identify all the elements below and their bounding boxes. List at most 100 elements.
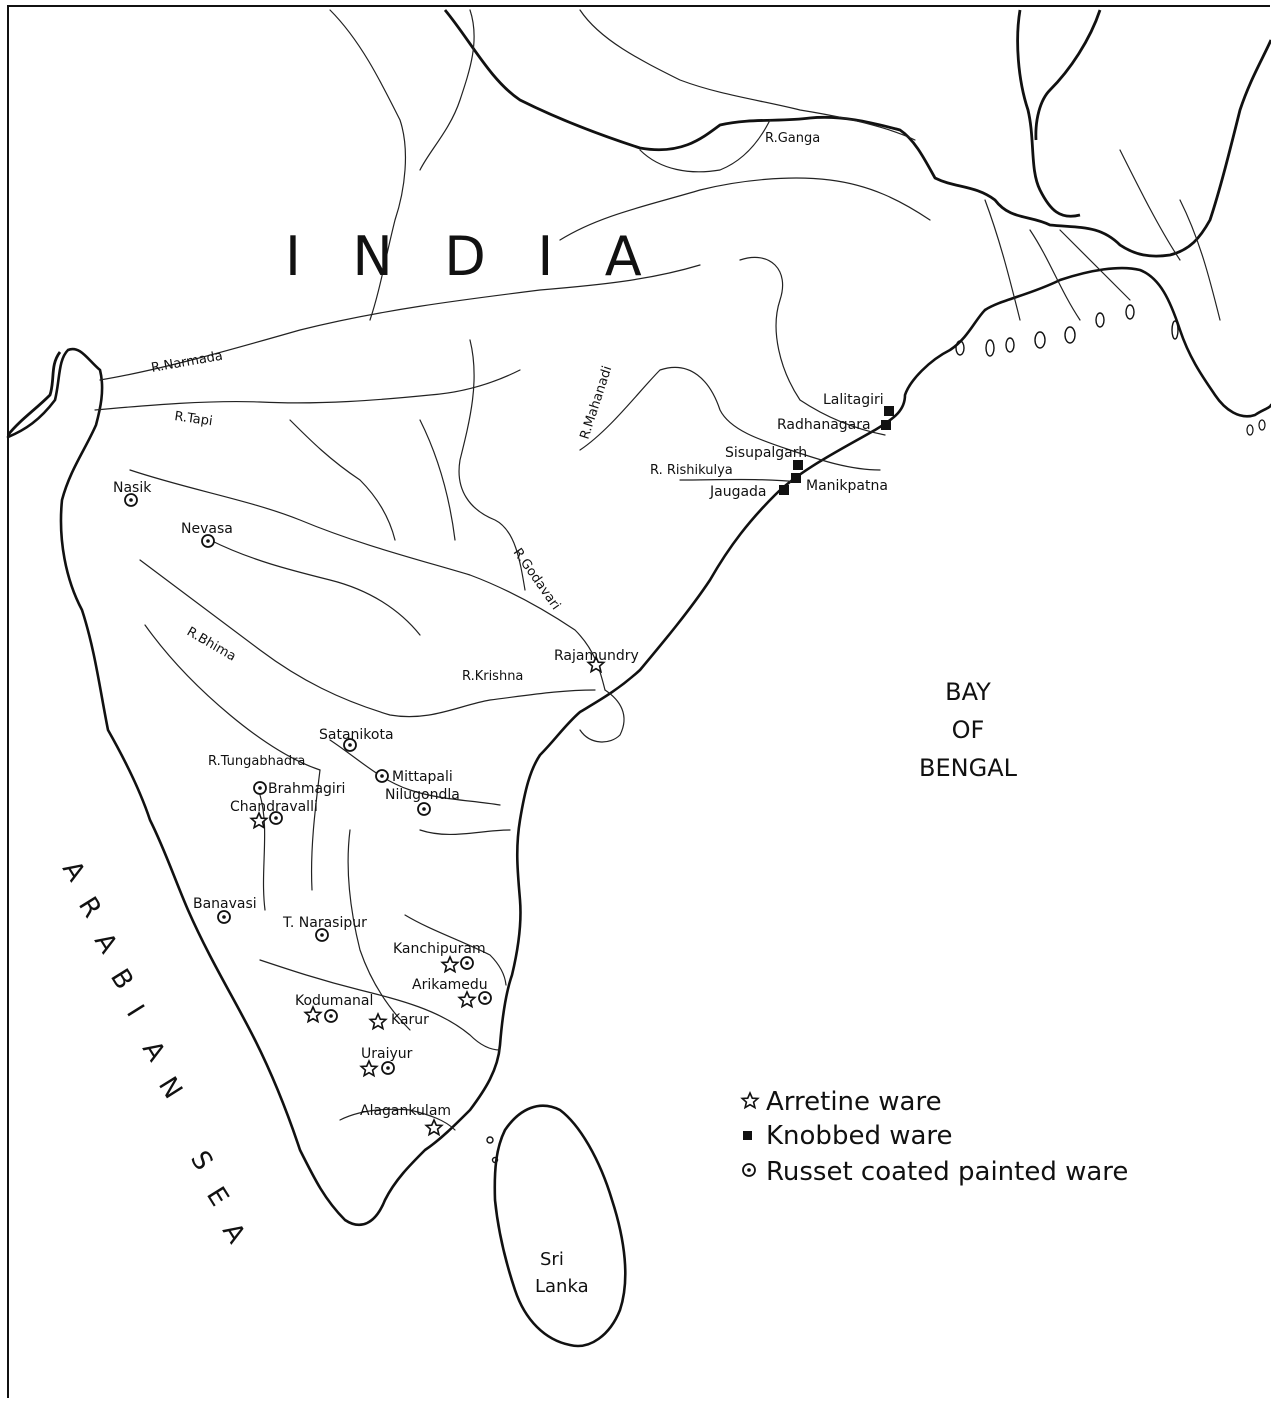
legend-item-russet: Russet coated painted ware	[742, 1157, 1128, 1187]
svg-text:Sri: Sri	[540, 1249, 564, 1270]
russet-ring-icon	[417, 802, 431, 816]
site-chandravalli: Chandravalli	[230, 799, 318, 829]
site-karur: Karur	[369, 1012, 429, 1030]
site-t-narasipur: T. Narasipur	[282, 915, 367, 942]
river-label-tapi: R.Tapi	[173, 409, 213, 429]
country-label: I N D I A	[285, 225, 642, 288]
national-border-ne	[1016, 9, 1081, 218]
arretine-star-icon	[369, 1013, 387, 1030]
india-coastline	[6, 308, 987, 1226]
arretine-star-icon	[458, 991, 476, 1008]
russet-ring-icon	[253, 781, 267, 795]
site-sisupalgarh: Sisupalgarh	[725, 445, 807, 470]
legend: Arretine ware Knobbed ware Russet coated…	[741, 1087, 1128, 1187]
svg-text:BAY: BAY	[945, 678, 991, 706]
svg-text:BENGAL: BENGAL	[919, 754, 1018, 782]
site-nevasa: Nevasa	[181, 521, 233, 548]
russet-ring-icon	[217, 910, 231, 924]
sri-lanka-label: Sri Lanka	[535, 1249, 589, 1297]
arretine-star-icon	[441, 956, 459, 973]
site-label: Radhanagara	[777, 417, 871, 433]
arretine-star-icon	[304, 1006, 322, 1023]
sea-label-letter: R	[72, 892, 107, 923]
russet-ring-icon	[324, 1009, 338, 1023]
national-border-n2	[1034, 9, 1102, 141]
site-label: Uraiyur	[361, 1046, 413, 1062]
delta-islands	[955, 304, 1266, 436]
site-alagankulam: Alagankulam	[360, 1103, 451, 1136]
site-label: Banavasi	[193, 896, 257, 912]
site-banavasi: Banavasi	[193, 896, 257, 924]
legend-item-arretine: Arretine ware	[741, 1087, 942, 1117]
site-radhanagara: Radhanagara	[777, 417, 891, 433]
svg-text:Russet coated painted ware: Russet coated painted ware	[766, 1157, 1128, 1187]
site-nasik: Nasik	[113, 480, 152, 507]
site-label: Lalitagiri	[823, 392, 884, 408]
svg-text:Arretine ware: Arretine ware	[766, 1087, 942, 1117]
site-label: T. Narasipur	[282, 915, 367, 931]
site-brahmagiri: Brahmagiri	[253, 781, 345, 797]
russet-ring-icon	[381, 1061, 395, 1075]
site-satanikota: Satanikota	[319, 727, 394, 752]
sea-label-letter: A	[216, 1218, 251, 1249]
site-label: Rajamundry	[554, 648, 639, 664]
national-border-north	[443, 9, 1271, 258]
site-label: Manikpatna	[806, 478, 888, 494]
archaeological-sites: LalitagiriRadhanagaraSisupalgarhManikpat…	[113, 392, 894, 1136]
site-label: Nevasa	[181, 521, 233, 537]
russet-ware-ring-icon	[742, 1163, 756, 1177]
russet-ring-icon	[478, 991, 492, 1005]
svg-text:Knobbed ware: Knobbed ware	[766, 1121, 953, 1151]
site-arikamedu: Arikamedu	[412, 977, 492, 1008]
sri-lanka-coastline	[493, 1104, 627, 1348]
site-lalitagiri: Lalitagiri	[823, 392, 894, 416]
site-rajamundry: Rajamundry	[554, 648, 639, 673]
site-label: Chandravalli	[230, 799, 318, 815]
sea-label-letter: A	[88, 928, 123, 959]
site-label: Kanchipuram	[393, 941, 486, 957]
river-label-godavari: R.Godavari	[510, 546, 563, 613]
river-label-bhima: R.Bhima	[184, 624, 238, 664]
legend-item-knobbed: Knobbed ware	[743, 1121, 953, 1151]
sea-label-letter: N	[152, 1072, 188, 1104]
site-label: Nasik	[113, 480, 152, 496]
site-uraiyur: Uraiyur	[360, 1046, 413, 1077]
knobbed-square-icon	[881, 420, 891, 430]
arretine-star-icon	[425, 1119, 443, 1136]
sea-label-letter: E	[200, 1182, 234, 1212]
knobbed-square-icon	[791, 473, 801, 483]
sea-label-letter: B	[104, 964, 139, 995]
river-label-ganga: R.Ganga	[765, 131, 820, 146]
river-label-krishna: R.Krishna	[462, 669, 523, 684]
svg-text:OF: OF	[952, 716, 985, 744]
bay-of-bengal-label: BAY OF BENGAL	[919, 678, 1018, 782]
knobbed-square-icon	[884, 406, 894, 416]
sea-label-letter: A	[56, 856, 91, 887]
knobbed-square-icon	[779, 485, 789, 495]
site-label: Karur	[391, 1012, 429, 1028]
east-coastline	[983, 266, 1271, 418]
site-label: Arikamedu	[412, 977, 488, 993]
national-border-nw	[6, 351, 62, 436]
russet-ring-icon	[460, 956, 474, 970]
russet-ring-icon	[375, 769, 389, 783]
sea-label-letter: A	[136, 1036, 171, 1067]
sea-label-letter: S	[184, 1146, 218, 1176]
site-kodumanal: Kodumanal	[295, 993, 373, 1023]
river-label-tungabhadra: R.Tungabhadra	[208, 754, 305, 769]
site-label: Brahmagiri	[268, 781, 345, 797]
river-label-mahanadi: R.Mahanadi	[578, 364, 616, 441]
site-label: Mittapali	[392, 769, 453, 785]
site-label: Alagankulam	[360, 1103, 451, 1119]
site-label: Nilugondla	[385, 787, 460, 803]
sea-label-letter: I	[120, 1000, 150, 1022]
rivers	[94, 9, 1221, 1131]
knobbed-square-icon	[793, 460, 803, 470]
site-jaugada: Jaugada	[709, 484, 789, 500]
river-label-rishikulya: R. Rishikulya	[650, 463, 733, 478]
svg-text:Lanka: Lanka	[535, 1276, 589, 1297]
svg-text:I N D I A: I N D I A	[285, 225, 642, 288]
site-nilugondla: Nilugondla	[385, 787, 460, 816]
river-label-narmada: R.Narmada	[150, 349, 224, 376]
